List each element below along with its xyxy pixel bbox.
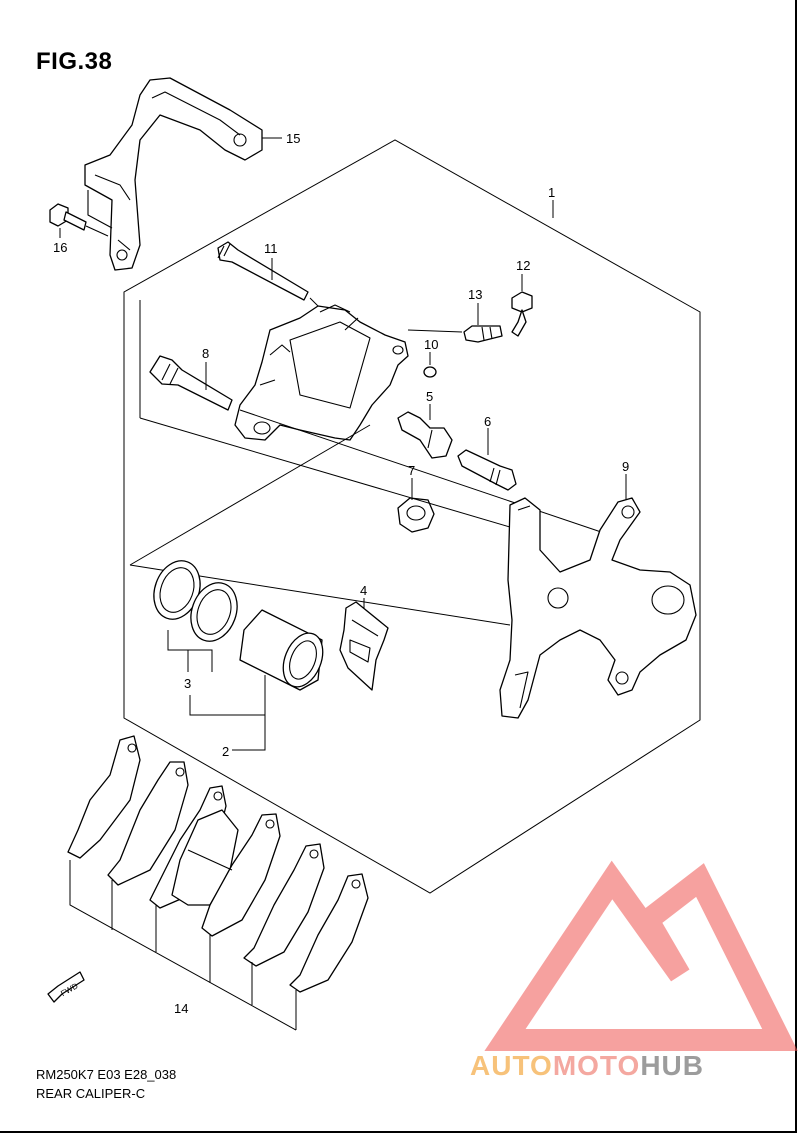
callout-13: 13 (468, 287, 482, 302)
fwd-direction-arrow: FWD (47, 971, 85, 1003)
diagram-name: REAR CALIPER-C (36, 1086, 146, 1101)
assembly-boundary (123, 139, 701, 894)
part-15-bracket[interactable] (84, 77, 263, 271)
guide-line-c (239, 409, 611, 536)
callout-2: 2 (222, 744, 229, 759)
leader-16-a (85, 225, 109, 237)
leader-2 (189, 675, 266, 751)
callout-12: 12 (516, 258, 530, 273)
callout-14: 14 (174, 1001, 188, 1016)
callout-5: 5 (426, 389, 433, 404)
watermark-part-hub: HUB (640, 1050, 704, 1081)
part-11-pin[interactable] (217, 241, 309, 301)
part-6-pin[interactable] (457, 449, 517, 491)
watermark-part-moto: MOTO (552, 1050, 641, 1081)
part-12-cap[interactable] (511, 291, 533, 337)
part-16-bolt[interactable] (49, 203, 87, 231)
callout-16: 16 (53, 240, 67, 255)
callout-10: 10 (424, 337, 438, 352)
leader-14 (69, 860, 297, 1031)
watermark-logo (484, 860, 798, 1051)
part-3-seal-b[interactable] (183, 576, 245, 647)
callout-8: 8 (202, 346, 209, 361)
part-5-boot[interactable] (397, 411, 453, 459)
part-1-caliper-body[interactable] (234, 304, 409, 441)
callout-7: 7 (408, 463, 415, 478)
part-8-pin[interactable] (149, 355, 233, 411)
callout-11: 11 (264, 241, 278, 256)
callout-3: 3 (184, 676, 191, 691)
callout-15: 15 (286, 131, 300, 146)
diagram-code: RM250K7 E03 E28_038 (36, 1067, 177, 1082)
leader-3 (167, 630, 213, 672)
part-9-bracket[interactable] (499, 497, 697, 719)
part-14-pads[interactable] (67, 735, 369, 993)
part-4-pad-spring[interactable] (339, 601, 389, 691)
callout-4: 4 (360, 583, 367, 598)
part-13-bleeder[interactable] (463, 325, 503, 343)
guide-line-d (129, 424, 371, 566)
part-10-ring[interactable] (423, 366, 437, 378)
part-2-piston[interactable] (239, 609, 330, 693)
figure-title: FIG.38 (36, 48, 113, 75)
callout-9: 9 (622, 459, 629, 474)
guide-line-b (139, 417, 521, 531)
callout-6: 6 (484, 414, 491, 429)
watermark-brand: AUTOMOTOHUB (470, 1050, 704, 1082)
watermark-part-auto: AUTO (470, 1050, 553, 1081)
leader-11-b (309, 297, 319, 307)
leader-13-b (407, 329, 463, 333)
callout-1: 1 (548, 185, 555, 200)
